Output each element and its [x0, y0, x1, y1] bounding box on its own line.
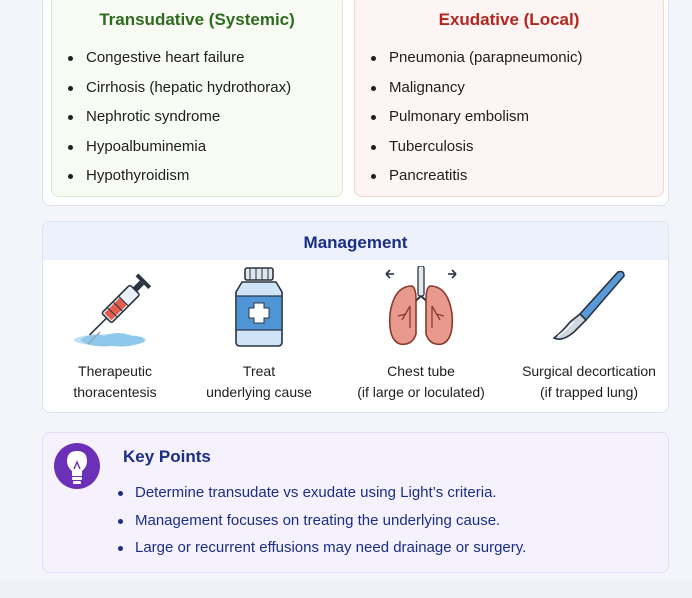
list-item: Determine transudate vs exudate using Li…: [115, 483, 526, 511]
exudative-column: Exudative (Local) Pneumonia (parapneumon…: [354, 0, 664, 197]
list-item: Pneumonia (parapneumonic): [369, 48, 582, 78]
list-item: Pulmonary embolism: [369, 107, 582, 137]
list-item: Large or recurrent effusions may need dr…: [115, 538, 526, 566]
management-label: Chest tube (if large or loculated): [357, 363, 485, 400]
key-points-list: Determine transudate vs exudate using Li…: [115, 483, 526, 566]
management-header: Management: [43, 222, 668, 260]
list-item: Management focuses on treating the under…: [115, 511, 526, 539]
bottom-strip: [0, 580, 692, 598]
management-label: Treat underlying cause: [206, 363, 312, 400]
management-item-chest-tube: Chest tube (if large or loculated): [341, 266, 501, 400]
causes-panel: Transudative (Systemic) Congestive heart…: [42, 0, 669, 206]
scalpel-icon: [552, 270, 625, 340]
management-label: Therapeutic thoracentesis: [73, 363, 157, 400]
management-label: Surgical decortication (if trapped lung): [522, 363, 656, 400]
list-item: Malignancy: [369, 78, 582, 108]
list-item: Tuberculosis: [369, 137, 582, 167]
management-item-thoracentesis: Therapeutic thoracentesis: [35, 266, 195, 400]
list-item: Hypoalbuminemia: [66, 137, 291, 167]
key-points-panel: Key Points Determine transudate vs exuda…: [42, 432, 669, 573]
lungs-icon: [385, 266, 457, 346]
exudative-title: Exudative (Local): [438, 10, 580, 29]
transudative-column: Transudative (Systemic) Congestive heart…: [51, 0, 343, 197]
key-points-title: Key Points: [123, 447, 211, 466]
list-item: Pancreatitis: [369, 166, 582, 196]
list-item: Nephrotic syndrome: [66, 107, 291, 137]
management-item-decortication: Surgical decortication (if trapped lung): [509, 266, 669, 400]
transudative-list: Congestive heart failure Cirrhosis (hepa…: [66, 48, 291, 196]
exudative-list: Pneumonia (parapneumonic) Malignancy Pul…: [369, 48, 582, 196]
syringe-icon: [74, 273, 152, 347]
lightbulb-icon: [54, 443, 100, 489]
management-item-treat-cause: Treat underlying cause: [179, 266, 339, 400]
list-item: Cirrhosis (hepatic hydrothorax): [66, 78, 291, 108]
management-title: Management: [303, 233, 408, 252]
list-item: Hypothyroidism: [66, 166, 291, 196]
medicine-bottle-icon: [235, 267, 283, 347]
transudative-title: Transudative (Systemic): [99, 10, 295, 29]
management-panel: Management Therapeutic: [42, 221, 669, 413]
list-item: Congestive heart failure: [66, 48, 291, 78]
